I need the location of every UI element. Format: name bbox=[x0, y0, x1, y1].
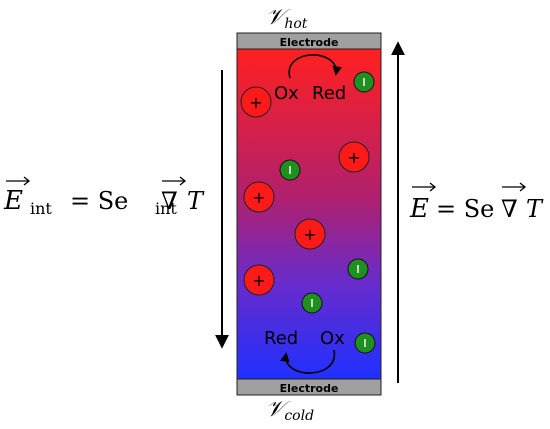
bottom-electrode bbox=[236, 378, 382, 396]
positive-ion: + bbox=[243, 264, 275, 296]
external-field-eq: = Se bbox=[436, 195, 494, 223]
external-T: T bbox=[526, 195, 544, 223]
internal-field-eq: = Se bbox=[70, 187, 128, 215]
internal-T: T bbox=[187, 187, 205, 215]
external-nabla: ∇ bbox=[501, 195, 518, 223]
internal-nabla: ∇ bbox=[161, 187, 178, 215]
top-electrode-label: Electrode bbox=[280, 36, 339, 49]
positive-ion-sign: + bbox=[303, 225, 316, 244]
top-redox-arrow bbox=[288, 54, 342, 79]
bottom-redox-red: Red bbox=[264, 328, 298, 349]
positive-ion: + bbox=[243, 181, 275, 213]
top-voltage-subscript: hot bbox=[284, 16, 307, 32]
positive-ion-sign: + bbox=[249, 93, 262, 112]
negative-ion bbox=[353, 71, 375, 93]
ion-circle bbox=[243, 181, 275, 213]
negative-ion bbox=[279, 159, 301, 181]
internal-field-subscript: int bbox=[30, 199, 52, 218]
negative-ion bbox=[347, 258, 369, 280]
internal-se-subscript: int bbox=[155, 199, 177, 218]
ion-circle bbox=[243, 264, 275, 296]
top-redox-red: Red bbox=[312, 83, 346, 104]
positive-ion: + bbox=[338, 141, 370, 173]
bottom-redox-ox: Ox bbox=[320, 328, 345, 349]
bottom-voltage-label: 𝒱cold bbox=[266, 397, 314, 424]
bottom-redox-arrow bbox=[280, 349, 335, 374]
top-electrode bbox=[236, 32, 382, 50]
internal-field-equation: E int = Se int ∇ T bbox=[3, 176, 205, 218]
ion-circle bbox=[338, 141, 370, 173]
external-field-equation: E = Se ∇ T bbox=[409, 182, 544, 224]
positive-ion-sign: + bbox=[252, 188, 265, 207]
negative-ion bbox=[354, 332, 376, 354]
positive-ion-sign: + bbox=[252, 271, 265, 290]
bottom-electrode-label: Electrode bbox=[280, 382, 339, 395]
negative-ion bbox=[301, 292, 323, 314]
top-voltage-label: 𝒱hot bbox=[266, 5, 308, 32]
external-field-E: E bbox=[409, 194, 429, 224]
ion-circle bbox=[294, 218, 326, 250]
ion-circle bbox=[240, 86, 272, 118]
positive-ion: + bbox=[294, 218, 326, 250]
top-redox-ox: Ox bbox=[274, 83, 299, 104]
bottom-voltage-subscript: cold bbox=[284, 408, 314, 424]
positive-ion: + bbox=[240, 86, 272, 118]
positive-ion-sign: + bbox=[347, 148, 360, 167]
internal-field-E: E bbox=[3, 186, 23, 216]
